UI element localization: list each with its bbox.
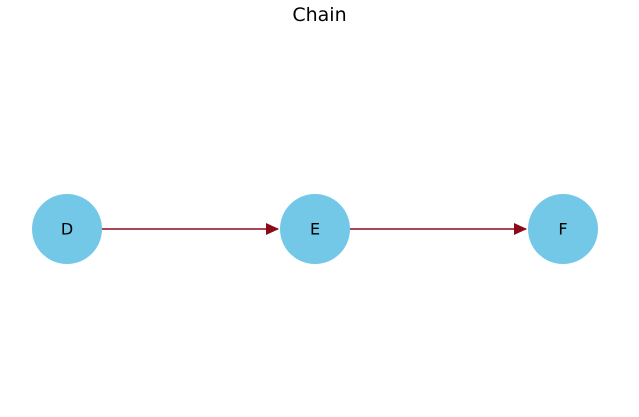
node-f-circle bbox=[528, 194, 598, 264]
node-d-label: D bbox=[61, 220, 73, 239]
node-e-circle bbox=[280, 194, 350, 264]
node-e: E bbox=[280, 194, 350, 264]
node-f-label: F bbox=[558, 220, 567, 239]
node-e-label: E bbox=[310, 220, 320, 239]
diagram-title: Chain bbox=[292, 4, 347, 26]
node-d-circle bbox=[32, 194, 102, 264]
node-d: D bbox=[32, 194, 102, 264]
node-f: F bbox=[528, 194, 598, 264]
